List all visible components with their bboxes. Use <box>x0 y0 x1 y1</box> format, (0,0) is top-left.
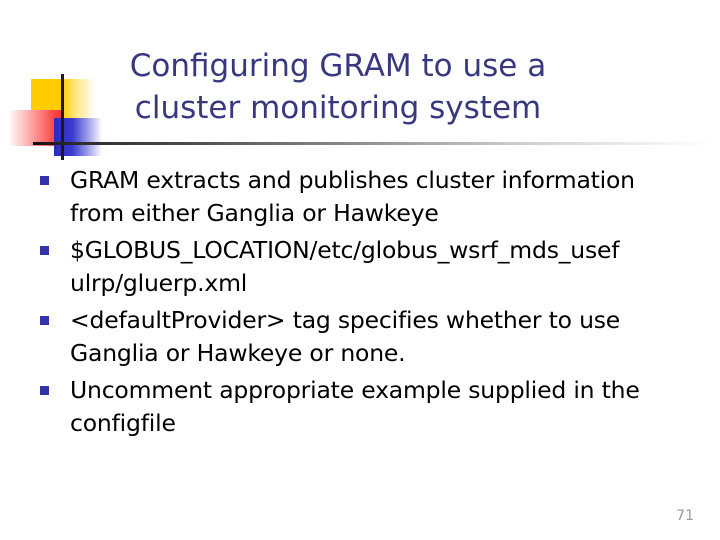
list-item: $GLOBUS_LOCATION/etc/globus_wsrf_mds_use… <box>40 234 690 300</box>
list-item-text: <defaultProvider> tag specifies whether … <box>70 306 621 367</box>
list-item: GRAM extracts and publishes cluster info… <box>40 164 690 230</box>
list-item-text: Uncomment appropriate example supplied i… <box>70 376 640 437</box>
slide-title: Configuring GRAM to use a cluster monito… <box>88 45 588 129</box>
bullet-square-icon <box>40 386 49 395</box>
decorative-logo-mark <box>0 60 140 170</box>
bullet-square-icon <box>40 246 49 255</box>
slide-body-list: GRAM extracts and publishes cluster info… <box>40 164 690 444</box>
bullet-square-icon <box>40 316 49 325</box>
bullet-square-icon <box>40 176 49 185</box>
slide-title-line-1: Configuring GRAM to use a <box>129 48 547 84</box>
list-item: <defaultProvider> tag specifies whether … <box>40 304 690 370</box>
list-item-text: $GLOBUS_LOCATION/etc/globus_wsrf_mds_use… <box>70 236 620 297</box>
title-divider-rule <box>33 142 713 145</box>
slide-title-line-2: cluster monitoring system <box>134 90 542 126</box>
page-number: 71 <box>676 508 694 524</box>
list-item-text: GRAM extracts and publishes cluster info… <box>70 166 635 227</box>
list-item: Uncomment appropriate example supplied i… <box>40 374 690 440</box>
vertical-rule-icon <box>61 74 64 160</box>
